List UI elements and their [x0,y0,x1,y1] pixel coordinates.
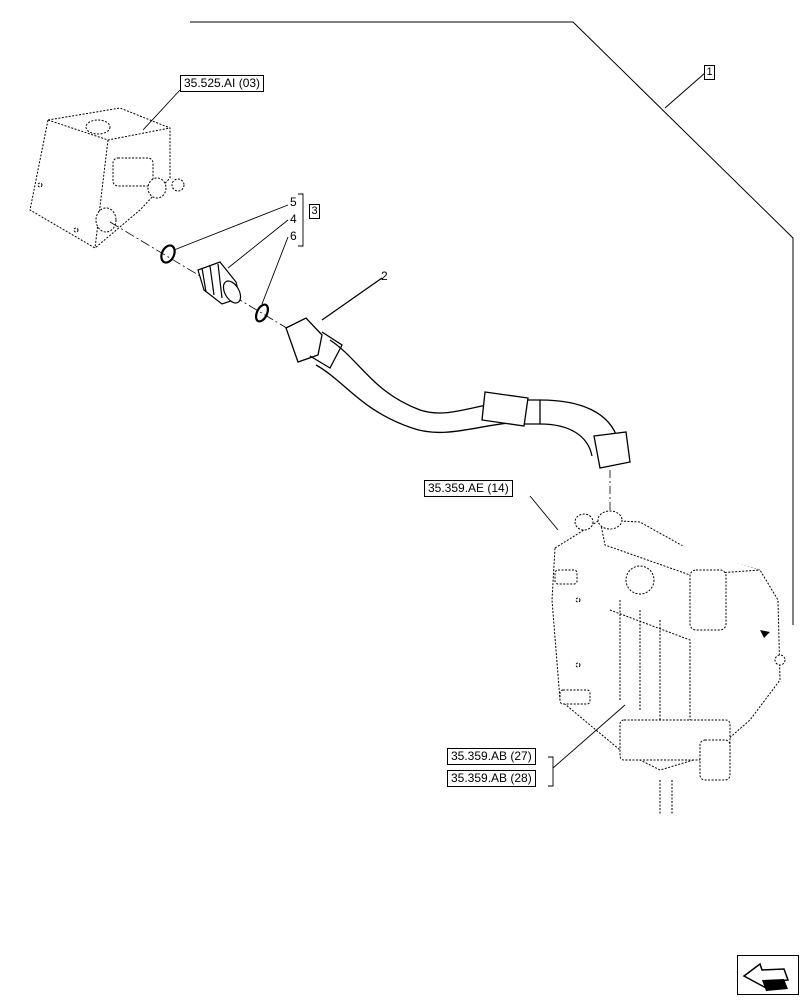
callout-3[interactable]: 3 [309,204,320,219]
o-ring-5 [160,244,176,264]
callout-2[interactable]: 2 [381,269,388,283]
reference-35-359-ae[interactable]: 35.359.AE (14) [424,480,513,497]
manifold-block [29,107,185,249]
leaders-5-4-6 [173,193,304,305]
next-page-arrow-icon [742,962,790,991]
direction-mark [760,630,770,638]
assembly-leader-item-1 [190,21,794,625]
reference-35-525-ai[interactable]: 35.525.AI (03) [180,75,265,92]
callout-4[interactable]: 4 [290,212,297,226]
control-valve [551,510,786,815]
o-ring-6 [254,303,270,323]
callout-6[interactable]: 6 [290,229,297,243]
hose-assembly-2 [285,277,631,469]
reference-35-359-ab-27[interactable]: 35.359.AB (27) [447,748,536,765]
callout-5[interactable]: 5 [290,195,297,209]
callout-1[interactable]: 1 [704,65,715,80]
reference-35-359-ab-28[interactable]: 35.359.AB (28) [447,770,536,787]
reference-leaders [142,89,626,787]
next-page-button[interactable] [737,955,799,995]
adapter-fitting-4 [197,261,242,305]
